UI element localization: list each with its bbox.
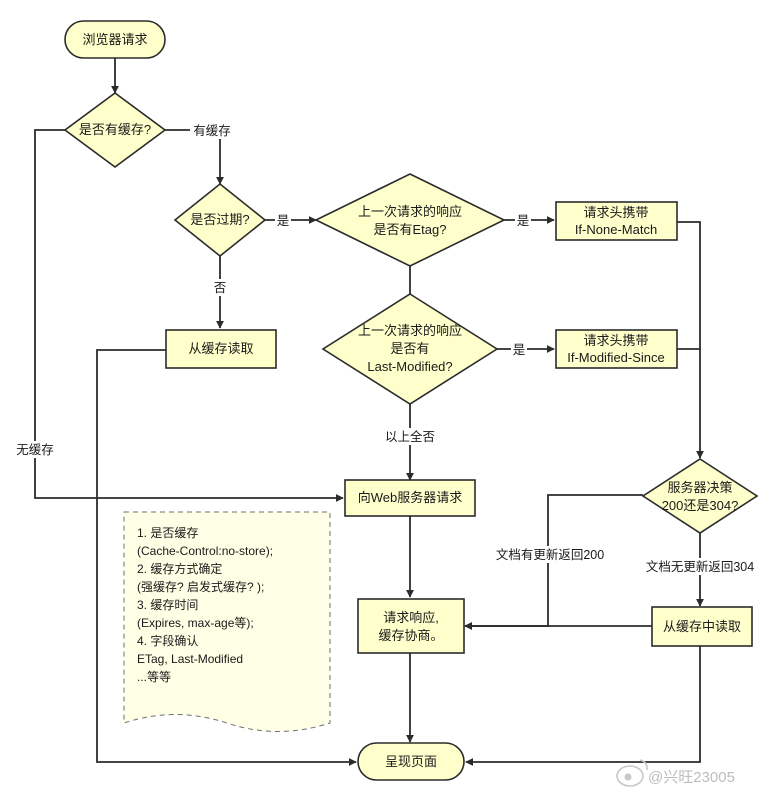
label-no-cache: 无缓存 — [16, 443, 54, 457]
node-server-decide-line-1: 服务器决策 — [667, 480, 732, 495]
node-read-cache-label: 从缓存读取 — [188, 341, 253, 356]
note-card: 1. 是否缓存 (Cache-Control:no-store); 2. 缓存方… — [123, 511, 331, 732]
node-start-label: 浏览器请求 — [82, 32, 147, 47]
node-expired-label: 是否过期? — [190, 212, 249, 227]
node-if-modified-since-line-2: If-Modified-Since — [567, 350, 665, 365]
node-lastmod-question-line-1: 上一次请求的响应 — [358, 323, 462, 338]
weibo-logo-icon — [616, 759, 648, 787]
watermark-text: @兴旺23005 — [648, 769, 735, 786]
node-server-decide: 服务器决策 200还是304? — [641, 458, 759, 534]
node-etag-question-line-2: 是否有Etag? — [374, 222, 447, 237]
note-line-5: 3. 缓存时间 — [137, 598, 198, 612]
label-expired-no: 否 — [214, 281, 227, 295]
edge-read-cache-to-render — [96, 349, 357, 766]
note-line-6: (Expires, max-age等); — [137, 616, 254, 630]
watermark: @兴旺23005 — [616, 759, 735, 787]
note-line-2: (Cache-Control:no-store); — [137, 544, 273, 558]
edge-no-cache-to-server — [34, 129, 344, 502]
node-start: 浏览器请求 — [64, 20, 166, 59]
label-etag-yes: 是 — [517, 214, 530, 228]
node-if-none-match-line-2: If-None-Match — [575, 222, 657, 237]
node-if-none-match: 请求头携带 If-None-Match — [555, 201, 678, 241]
node-etag-question-line-1: 上一次请求的响应 — [358, 204, 462, 219]
label-expired-yes: 是 — [277, 214, 290, 228]
label-code-200: 文档有更新返回200 — [496, 547, 604, 562]
node-lastmod-question: 上一次请求的响应 是否有 Last-Modified? — [321, 293, 499, 405]
node-lastmod-question-line-3: Last-Modified? — [367, 359, 452, 374]
node-read-cache-304: 从缓存中读取 — [651, 606, 753, 647]
note-line-9: ...等等 — [137, 670, 171, 684]
node-server-request: 向Web服务器请求 — [344, 479, 476, 517]
node-render: 呈现页面 — [357, 742, 465, 781]
node-if-modified-since: 请求头携带 If-Modified-Since — [555, 329, 678, 369]
node-read-cache: 从缓存读取 — [165, 329, 277, 369]
note-line-1: 1. 是否缓存 — [137, 526, 198, 540]
label-all-no: 以上全否 — [385, 429, 435, 444]
node-if-none-match-line-1: 请求头携带 — [583, 205, 648, 220]
note-line-8: ETag, Last-Modified — [137, 652, 243, 666]
edge-read-cache-304-to-render — [465, 646, 701, 766]
label-has-cache: 有缓存 — [193, 124, 231, 138]
node-if-modified-since-line-1: 请求头携带 — [583, 333, 648, 348]
note-line-7: 4. 字段确认 — [137, 633, 198, 648]
label-lastmod-yes: 是 — [513, 343, 526, 357]
node-response-line-1: 请求响应, — [383, 610, 439, 625]
node-has-cache-label: 是否有缓存? — [79, 122, 151, 137]
node-has-cache: 是否有缓存? — [63, 92, 167, 168]
node-response: 请求响应, 缓存协商。 — [357, 598, 465, 654]
node-lastmod-question-line-2: 是否有 — [390, 341, 429, 356]
node-server-request-label: 向Web服务器请求 — [358, 490, 463, 505]
node-etag-question: 上一次请求的响应 是否有Etag? — [314, 173, 506, 267]
node-response-line-2: 缓存协商。 — [378, 628, 443, 643]
note-line-3: 2. 缓存方式确定 — [137, 561, 222, 576]
note-line-4: (强缓存? 启发式缓存? ); — [137, 579, 264, 594]
node-read-cache-304-label: 从缓存中读取 — [663, 619, 741, 634]
node-render-label: 呈现页面 — [385, 754, 437, 769]
node-expired: 是否过期? — [173, 182, 267, 258]
edge-if-none-match-to-decide — [677, 221, 704, 459]
edge-labels: 有缓存 无缓存 是 否 是 是 以上全否 文档有更新返回200 文档无更新返回3… — [13, 122, 758, 575]
label-code-304: 文档无更新返回304 — [646, 559, 754, 574]
node-server-decide-line-2: 200还是304? — [662, 498, 739, 513]
